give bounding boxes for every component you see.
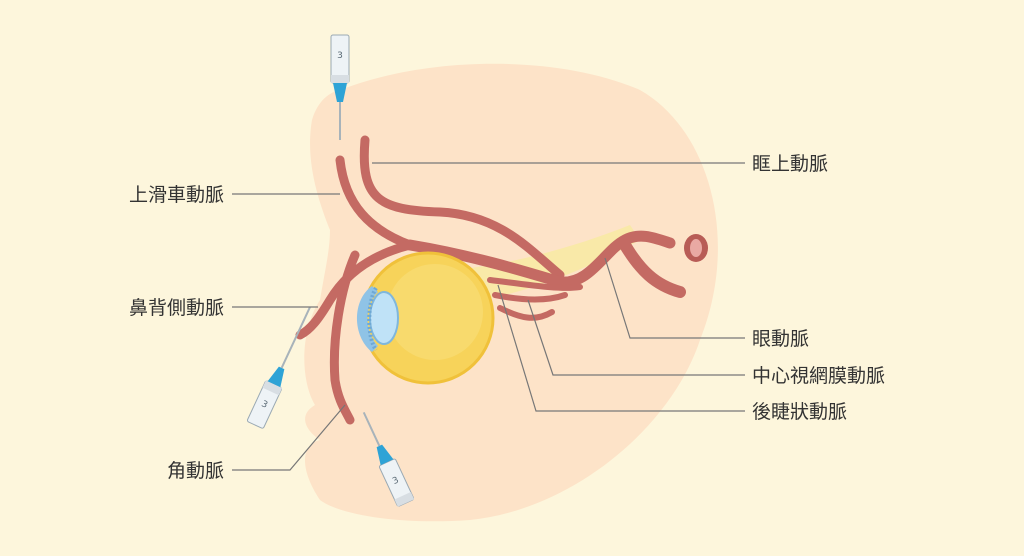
artery-lumen [690,239,702,257]
posterior-ciliary-artery-2 [497,305,555,321]
ophthalmic-artery [404,230,676,288]
needle-middle-mark: 3 [260,399,269,410]
needle-middle: 3 [247,306,311,429]
label-posterior-ciliary: 後睫狀動脈 [752,401,847,423]
needle-top-mark: 3 [337,51,343,61]
label-supraorbital: 眶上動脈 [752,153,828,175]
needle-top: 3 [330,34,350,140]
needle-bottom: 3 [362,411,415,507]
leader-posterior-ciliary [497,284,745,412]
label-ophthalmic: 眼動脈 [752,328,809,350]
leader-lines [232,162,745,471]
dorsal-nasal-artery [295,240,415,340]
label-angular: 角動脈 [167,460,224,482]
supraorbital-artery [359,135,565,280]
leader-central-retinal [527,299,745,376]
iris [367,286,378,352]
leader-angular [232,404,346,471]
central-retinal-artery [487,277,583,291]
ophthalmic-artery-loop [619,239,686,298]
label-supratrochlear: 上滑車動脈 [129,184,224,206]
label-central-retinal: 中心視網膜動脈 [752,365,885,387]
eyeball-highlight [387,264,483,360]
lens [369,291,399,345]
needle-bottom-mark: 3 [391,476,400,487]
label-dorsal-nasal: 鼻背側動脈 [129,297,224,319]
artery-network [295,135,686,425]
supratrochlear-artery [335,155,415,250]
angular-artery [329,250,360,425]
leader-ophthalmic [604,257,745,339]
